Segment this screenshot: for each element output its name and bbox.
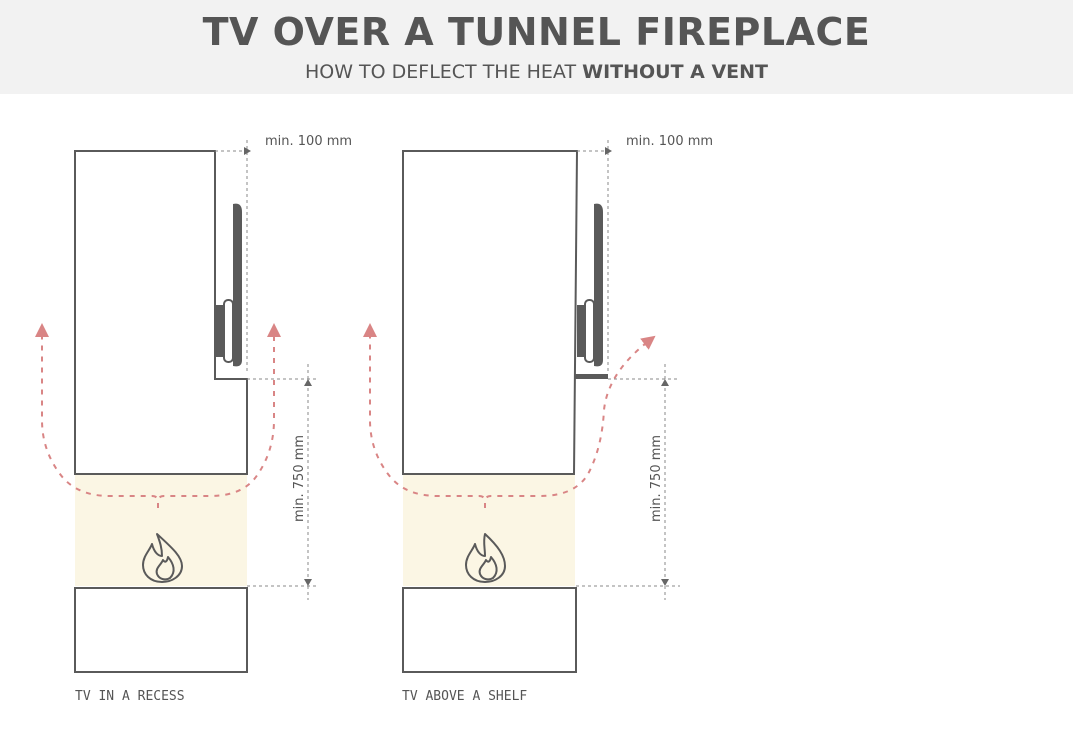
flame-icon [142,533,183,583]
clearance-label: min. 100 mm [265,134,352,149]
diagram-caption: TV IN A RECESS [75,689,185,704]
diagram-tv-in-recess: min. 100 mm min. 750 mm TV IN A RECESS [35,134,352,704]
diagram-caption: TV ABOVE A SHELF [402,689,527,704]
page-title: TV OVER A TUNNEL FIREPLACE [202,10,871,54]
diagram-tv-above-shelf: min. 100 mm min. 750 mm TV ABOVE A SHELF [363,134,713,704]
height-label: min. 750 mm [292,435,307,522]
shelf [575,374,608,379]
tv-icon [216,203,242,367]
height-dimension: min. 750 mm [576,364,680,600]
fireplace-base [74,587,248,673]
subtitle-emphasis: WITHOUT A VENT [582,61,769,83]
heat-arrow-icon [363,323,656,508]
subtitle-prefix: HOW TO DEFLECT THE HEAT [304,61,577,83]
height-label: min. 750 mm [649,435,664,522]
clearance-label: min. 100 mm [626,134,713,149]
tv-icon [577,203,603,367]
clearance-dimension: min. 100 mm [577,134,713,372]
flame-icon [465,533,506,583]
firebox-opening [75,474,247,586]
header-banner [0,0,1073,94]
height-dimension: min. 750 mm [247,364,318,600]
fireplace-base [402,587,577,673]
clearance-dimension: min. 100 mm [215,134,352,372]
firebox-opening [403,474,575,586]
heat-arrow-icon [35,323,281,508]
page-subtitle: HOW TO DEFLECT THE HEAT WITHOUT A VENT [0,60,1073,84]
chimney-breast [402,150,579,475]
